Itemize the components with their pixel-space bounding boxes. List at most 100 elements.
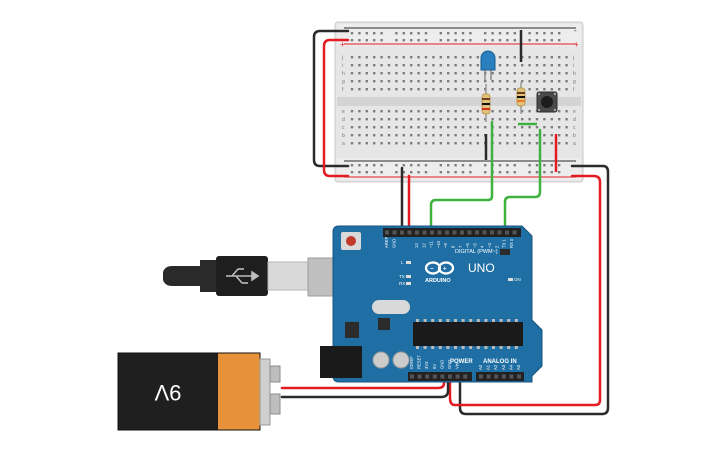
- breadboard-hole[interactable]: [476, 118, 479, 121]
- header-pin[interactable]: [509, 374, 514, 379]
- rail-hole[interactable]: [410, 39, 413, 42]
- breadboard-hole[interactable]: [454, 134, 457, 137]
- breadboard-hole[interactable]: [410, 126, 413, 129]
- breadboard-hole[interactable]: [461, 126, 465, 129]
- breadboard-hole[interactable]: [439, 80, 442, 83]
- rail-hole[interactable]: [454, 164, 457, 167]
- breadboard-hole[interactable]: [521, 80, 524, 83]
- rail-hole[interactable]: [395, 39, 398, 42]
- breadboard-hole[interactable]: [528, 80, 531, 83]
- rail-hole[interactable]: [498, 32, 502, 35]
- breadboard-hole[interactable]: [498, 110, 502, 113]
- breadboard-hole[interactable]: [387, 110, 391, 113]
- breadboard-hole[interactable]: [358, 88, 361, 91]
- breadboard-hole[interactable]: [358, 142, 361, 145]
- rail-hole[interactable]: [424, 39, 428, 42]
- rail-hole[interactable]: [424, 32, 428, 35]
- breadboard-hole[interactable]: [417, 88, 420, 91]
- breadboard-hole[interactable]: [513, 56, 516, 59]
- breadboard-hole[interactable]: [410, 88, 413, 91]
- rail-hole[interactable]: [461, 171, 465, 174]
- breadboard-hole[interactable]: [543, 142, 546, 145]
- breadboard-hole[interactable]: [498, 80, 502, 83]
- breadboard-hole[interactable]: [454, 126, 457, 129]
- breadboard-hole[interactable]: [447, 126, 450, 129]
- breadboard-hole[interactable]: [550, 142, 553, 145]
- rail-hole[interactable]: [358, 32, 361, 35]
- breadboard-hole[interactable]: [365, 142, 368, 145]
- rail-hole[interactable]: [395, 164, 398, 167]
- breadboard-hole[interactable]: [417, 64, 420, 67]
- breadboard-hole[interactable]: [454, 118, 457, 121]
- breadboard-hole[interactable]: [402, 56, 405, 59]
- breadboard-hole[interactable]: [535, 142, 539, 145]
- breadboard-hole[interactable]: [439, 88, 442, 91]
- header-pin[interactable]: [497, 230, 502, 235]
- breadboard-hole[interactable]: [469, 64, 472, 67]
- rail-hole[interactable]: [550, 164, 553, 167]
- breadboard-hole[interactable]: [432, 110, 435, 113]
- digital-header[interactable]: [383, 228, 521, 237]
- breadboard-hole[interactable]: [484, 118, 487, 121]
- breadboard-hole[interactable]: [424, 88, 428, 91]
- rail-hole[interactable]: [350, 32, 354, 35]
- header-pin[interactable]: [430, 230, 434, 235]
- rail-hole[interactable]: [439, 32, 442, 35]
- rail-hole[interactable]: [447, 39, 450, 42]
- rail-hole[interactable]: [350, 171, 354, 174]
- breadboard-hole[interactable]: [498, 64, 502, 67]
- rail-hole[interactable]: [380, 164, 383, 167]
- breadboard-hole[interactable]: [439, 56, 442, 59]
- breadboard-hole[interactable]: [521, 110, 524, 113]
- rail-hole[interactable]: [498, 164, 502, 167]
- breadboard-hole[interactable]: [447, 134, 450, 137]
- breadboard-hole[interactable]: [395, 56, 398, 59]
- breadboard-hole[interactable]: [373, 56, 376, 59]
- header-pin[interactable]: [448, 374, 452, 379]
- breadboard-hole[interactable]: [476, 72, 479, 75]
- breadboard-hole[interactable]: [402, 110, 405, 113]
- rail-hole[interactable]: [454, 171, 457, 174]
- breadboard-hole[interactable]: [358, 118, 361, 121]
- rail-hole[interactable]: [373, 39, 376, 42]
- breadboard-hole[interactable]: [432, 126, 435, 129]
- breadboard-hole[interactable]: [558, 88, 561, 91]
- header-pin[interactable]: [392, 230, 397, 235]
- breadboard-hole[interactable]: [469, 126, 472, 129]
- breadboard-hole[interactable]: [565, 56, 568, 59]
- rail-hole[interactable]: [461, 39, 465, 42]
- breadboard-hole[interactable]: [395, 126, 398, 129]
- header-pin[interactable]: [452, 230, 457, 235]
- breadboard-hole[interactable]: [543, 72, 546, 75]
- rail-hole[interactable]: [535, 39, 539, 42]
- breadboard-hole[interactable]: [565, 72, 568, 75]
- breadboard-hole[interactable]: [402, 142, 405, 145]
- breadboard-hole[interactable]: [410, 56, 413, 59]
- breadboard-hole[interactable]: [417, 56, 420, 59]
- breadboard-hole[interactable]: [424, 126, 428, 129]
- breadboard-hole[interactable]: [395, 142, 398, 145]
- breadboard-hole[interactable]: [484, 88, 487, 91]
- rail-hole[interactable]: [447, 32, 450, 35]
- header-pin[interactable]: [422, 230, 427, 235]
- breadboard-hole[interactable]: [543, 56, 546, 59]
- rail-hole[interactable]: [558, 164, 561, 167]
- breadboard-hole[interactable]: [417, 134, 420, 137]
- breadboard-hole[interactable]: [558, 134, 561, 137]
- rail-hole[interactable]: [395, 171, 398, 174]
- breadboard-hole[interactable]: [380, 110, 383, 113]
- breadboard-hole[interactable]: [528, 134, 531, 137]
- breadboard-hole[interactable]: [447, 142, 450, 145]
- header-pin[interactable]: [400, 230, 404, 235]
- header-pin[interactable]: [482, 230, 487, 235]
- rail-hole[interactable]: [506, 32, 509, 35]
- rail-hole[interactable]: [380, 171, 383, 174]
- breadboard-hole[interactable]: [402, 88, 405, 91]
- breadboard-hole[interactable]: [461, 134, 465, 137]
- breadboard-hole[interactable]: [506, 110, 509, 113]
- rail-hole[interactable]: [424, 171, 428, 174]
- header-pin[interactable]: [479, 374, 483, 379]
- pushbutton[interactable]: [536, 91, 558, 113]
- breadboard-hole[interactable]: [476, 56, 479, 59]
- breadboard-hole[interactable]: [365, 126, 368, 129]
